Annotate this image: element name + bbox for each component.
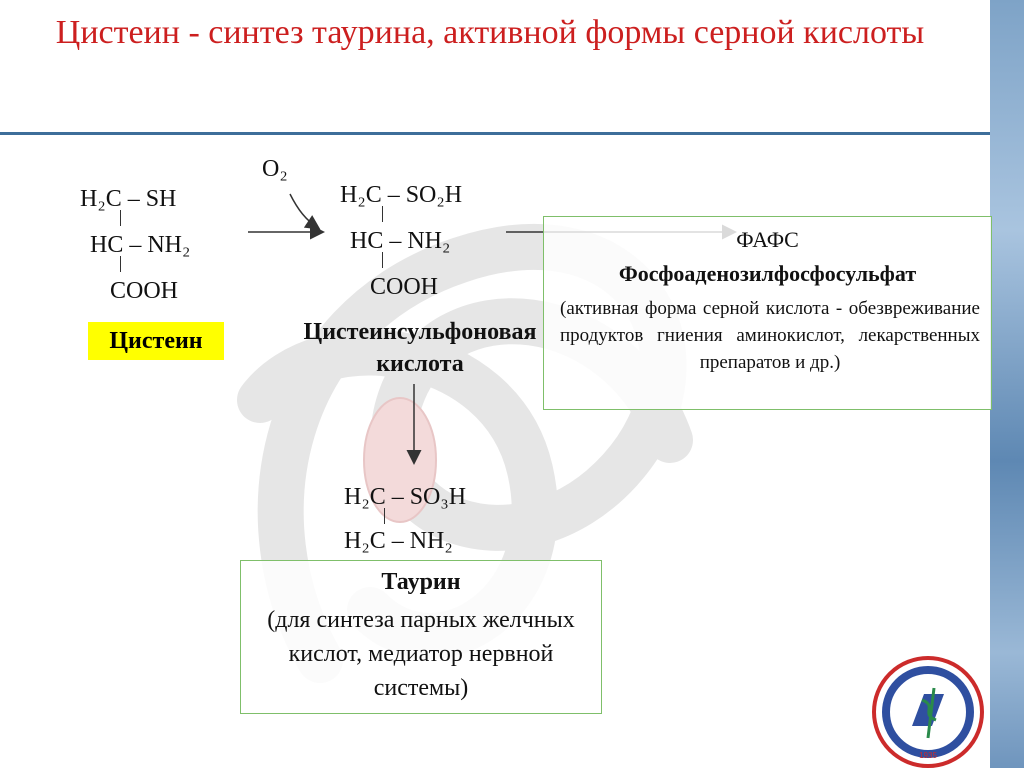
cysteine-line1: H₂C – SH [80,186,177,212]
bond-line [382,252,383,268]
oxygen-arrow [289,193,321,230]
sulfinic-label: Цистеинсульфоновая кислота [270,316,570,380]
sulfinic-label-line1: Цистеинсульфоновая [303,319,537,345]
paps-box: ФАФС Фосфоаденозилфосфосульфат (активная… [543,216,992,410]
cysteine-line2: HC – NH₂ [90,232,191,258]
taurine-line1: H₂C – SO₃H [344,484,467,510]
side-decor-strip [990,0,1024,768]
cysteine-label: Цистеин [88,322,224,360]
cysteine-formula: H₂C – SH HC – NH₂ COOH [80,176,280,316]
paps-name: Фосфоаденозилфосфосульфат [618,261,917,286]
bond-line [120,210,121,226]
university-logo: 1935 [872,656,984,768]
sulfinic-formula: H₂C – SO₂H HC – NH₂ COOH [340,172,540,312]
logo-year: 1935 [919,751,937,760]
paps-description: (активная форма серной кислота - обезвре… [560,298,980,373]
sulfinic-label-line2: кислота [376,351,464,377]
bond-line [120,256,121,272]
taurine-box: Таурин (для синтеза парных желчных кисло… [240,560,602,714]
paps-abbr: ФАФС [736,227,799,252]
slide-title: Цистеин - синтез таурина, активной формы… [55,14,925,51]
cysteine-line3: COOH [110,278,179,304]
taurine-formula: H₂C – SO₃H H₂C – NH₂ [344,474,544,564]
bond-line [384,508,385,524]
title-divider [0,132,990,135]
bond-line [382,206,383,222]
sulfinic-line1: H₂C – SO₂H [340,182,463,208]
oxygen-label: O₂ [262,156,288,182]
sulfinic-line2: HC – NH₂ [350,228,451,254]
taurine-name: Таурин [381,569,461,595]
sulfinic-line3: COOH [370,274,439,300]
taurine-line2: H₂C – NH₂ [344,528,453,554]
taurine-description: (для синтеза парных желчных кислот, меди… [267,607,575,701]
